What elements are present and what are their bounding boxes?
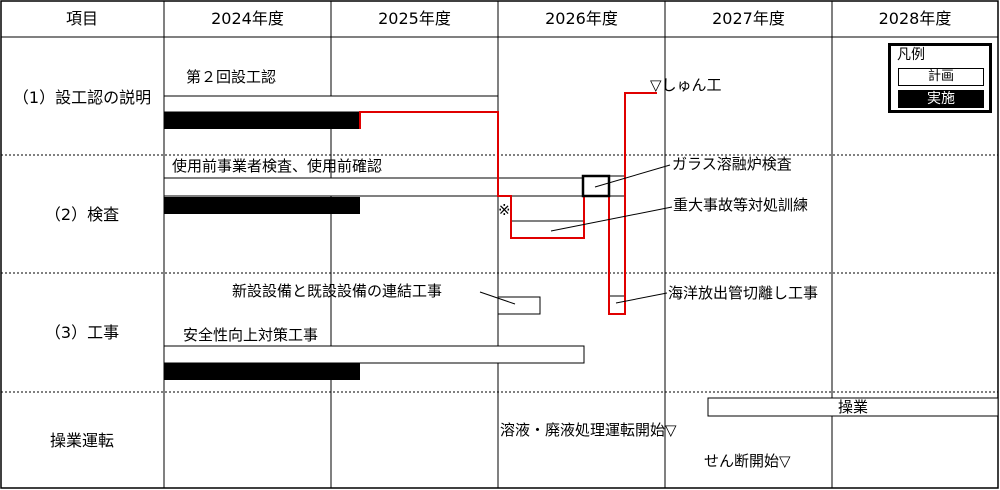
task-label-glass-melter-inspection: ガラス溶融炉検査 (672, 155, 792, 173)
plan-bar-safety-improvement-work (163, 345, 585, 364)
note-mark: ※ (498, 201, 511, 219)
plan-bar-connection-work (497, 296, 541, 315)
legend-actual-swatch: 実施 (898, 90, 984, 108)
plan-bar-operation (707, 397, 999, 417)
header-year-2024: 2024年度 (211, 9, 284, 28)
header-year-2027: 2027年度 (712, 9, 785, 28)
task-label-ocean-discharge-pipe-work: 海洋放出管切離し工事 (668, 284, 819, 302)
task-label-operation: 操業 (837, 398, 868, 416)
legend-plan-swatch: 計画 (898, 68, 984, 86)
legend: 凡例 計画 実施 (888, 43, 992, 113)
task-label-use-inspection: 使用前事業者検査、使用前確認 (172, 157, 383, 175)
plan-bar-design-approval (163, 95, 499, 113)
plan-bar-use-inspection (163, 177, 585, 197)
task-label-major-accident-drill: 重大事故等対処訓練 (673, 196, 809, 214)
task-label-safety-improvement-work: 安全性向上対策工事 (183, 326, 319, 344)
legend-title: 凡例 (897, 47, 925, 63)
header-year-2026: 2026年度 (545, 9, 618, 28)
plan-bar-major-accident-drill (510, 220, 585, 239)
header-year-2025: 2025年度 (378, 9, 451, 28)
plan-bar-glass-melter-inspection (582, 175, 626, 197)
milestone-shun-ko: ▽しゅん工 (650, 76, 722, 94)
critical-path-line (359, 92, 657, 315)
actual-bar-design-approval (164, 112, 360, 129)
row-label-operation: 操業運転 (49, 431, 114, 450)
row-label-inspection: （2）検査 (44, 205, 120, 224)
header-item: 項目 (65, 9, 98, 28)
leader-connection-work (479, 291, 516, 305)
glass-melter-highlight-box (581, 174, 611, 198)
header-year-2028: 2028年度 (878, 9, 952, 28)
milestone-waste-liquid-start: 溶液・廃液処理運転開始▽ (500, 421, 677, 439)
milestone-shearing-start: せん断開始▽ (704, 452, 791, 470)
task-label-connection-work: 新設設備と既設設備の連結工事 (232, 282, 443, 300)
leader-glass-melter (594, 164, 671, 188)
actual-bar-use-inspection (164, 197, 360, 214)
task-label-design-approval-2nd: 第２回設工認 (186, 68, 277, 86)
row-label-construction: （3）工事 (44, 323, 120, 342)
leader-ocean-discharge (615, 292, 668, 304)
row-label-design-approval: （1）設工認の説明 (12, 88, 152, 107)
leader-major-accident-drill (550, 206, 673, 232)
actual-bar-safety-improvement-work (164, 363, 360, 380)
plan-bar-ocean-discharge-pipe-work (608, 295, 626, 315)
